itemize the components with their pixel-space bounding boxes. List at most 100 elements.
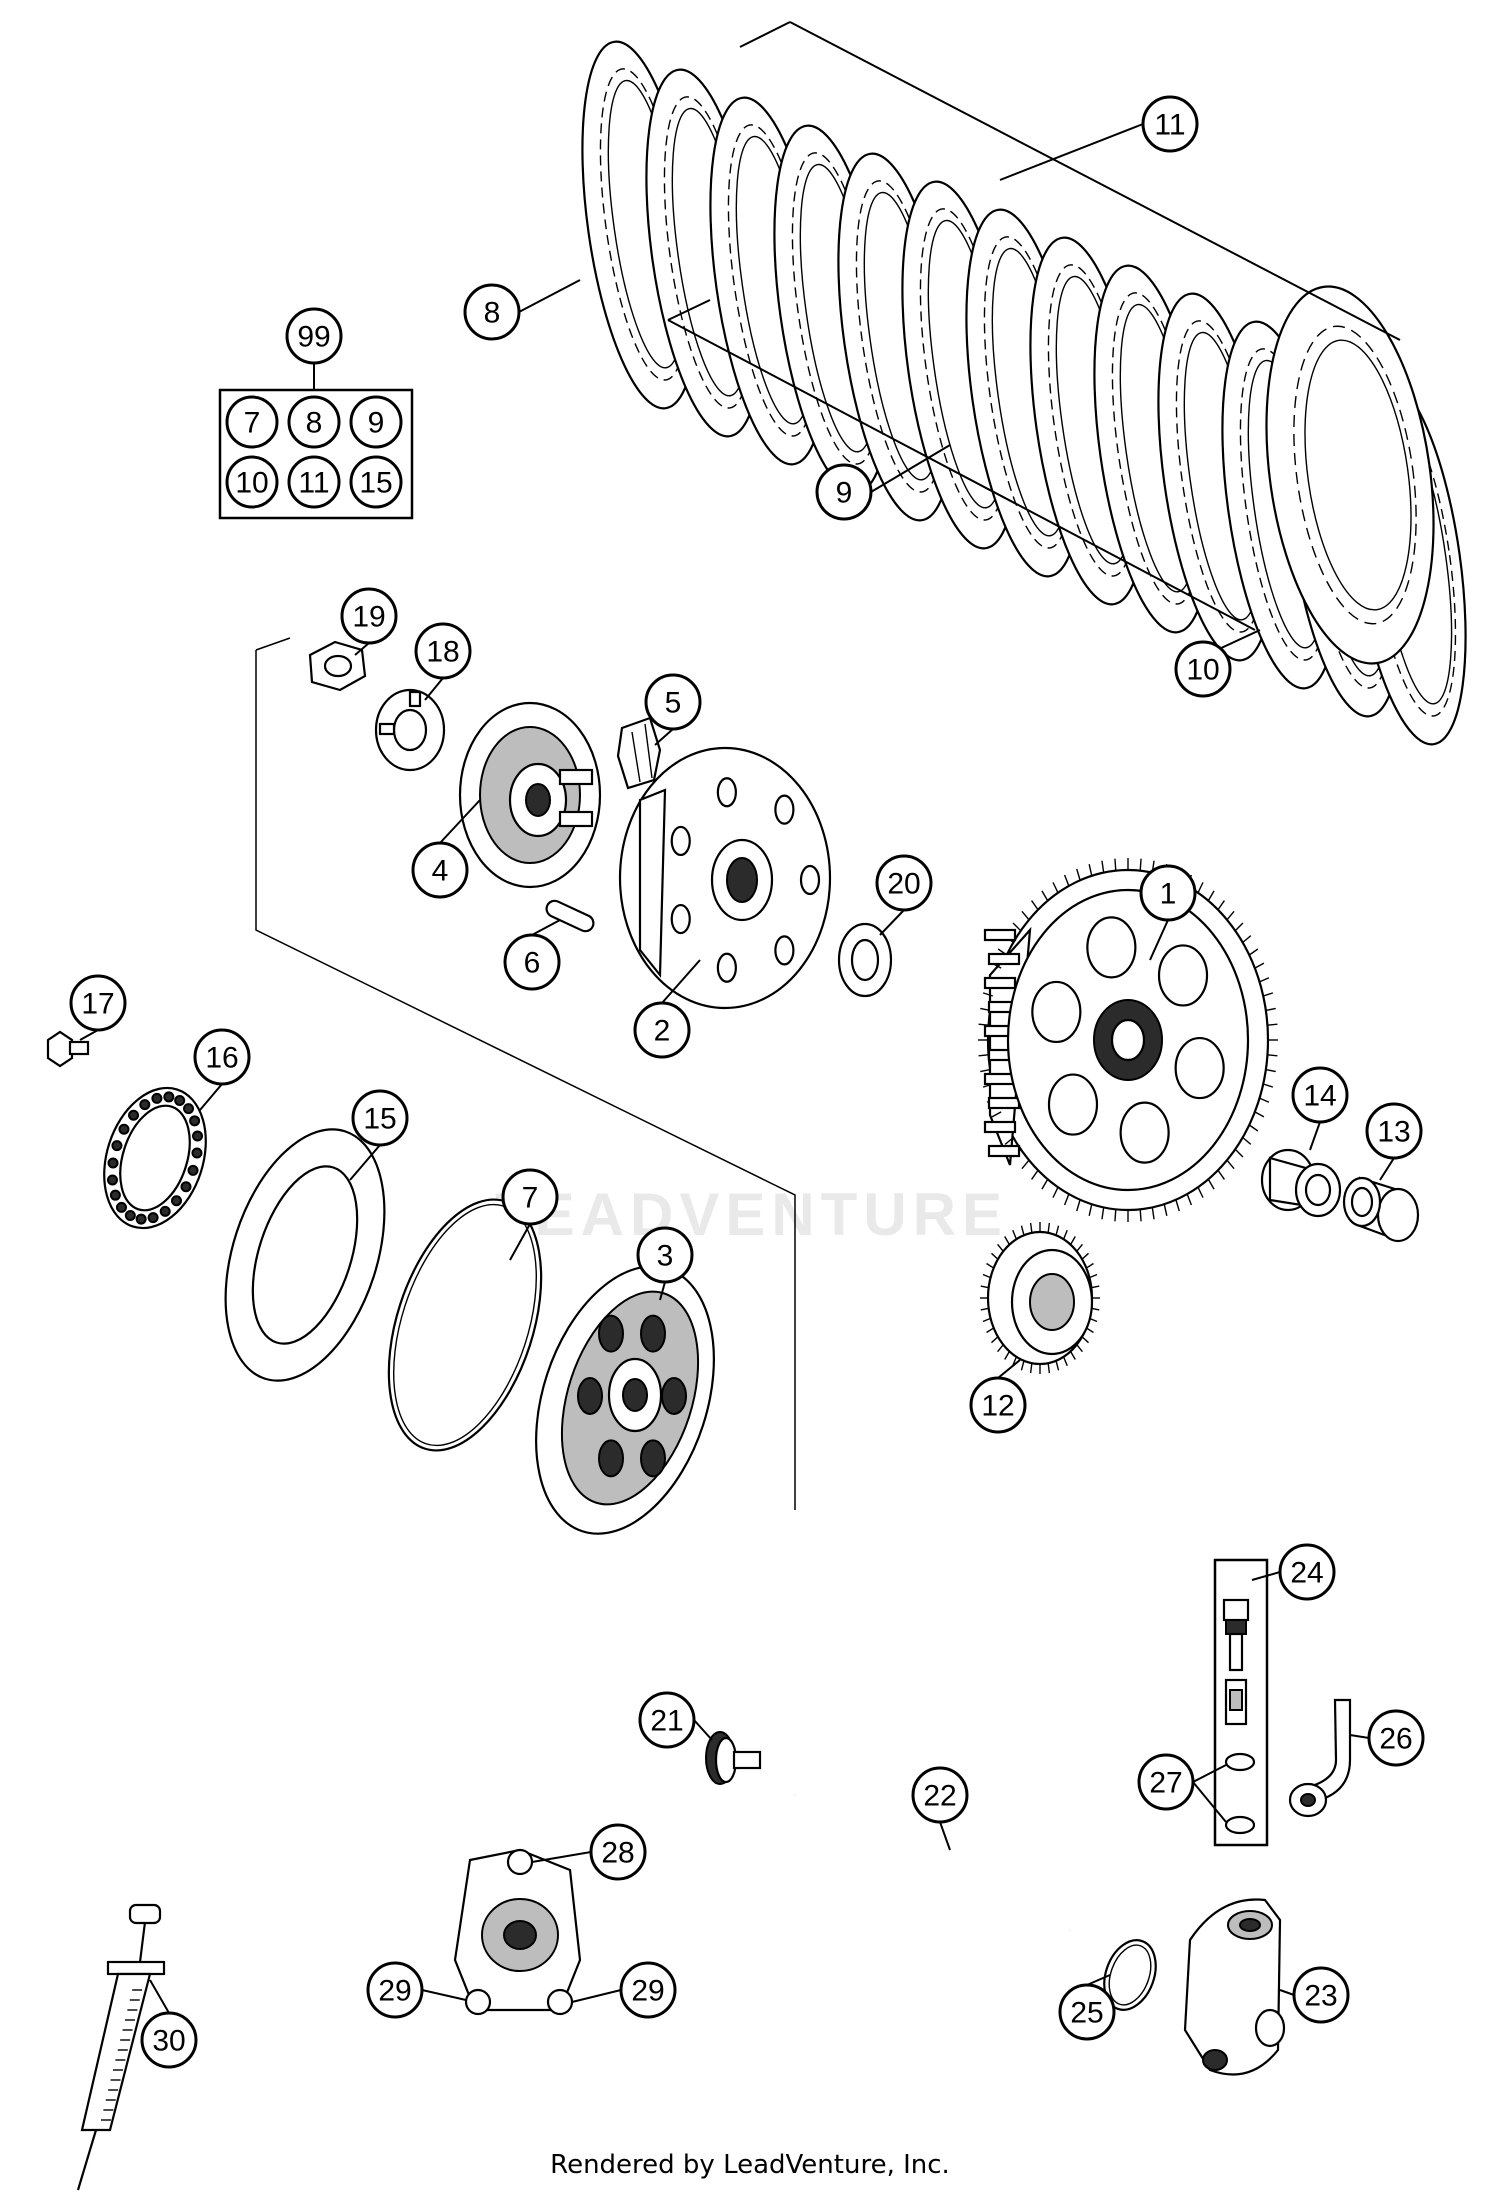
svg-text:27: 27 [1149, 1767, 1182, 1800]
part-26-banjo [1288, 1698, 1352, 1818]
svg-text:11: 11 [1154, 109, 1185, 142]
svg-text:24: 24 [1290, 1557, 1323, 1590]
callout-16: 16 [193, 1028, 251, 1086]
svg-text:7: 7 [522, 1182, 539, 1215]
svg-text:22: 22 [923, 1780, 956, 1813]
callout-6: 6 [503, 933, 561, 991]
part-18-lock-washer [374, 688, 446, 772]
callout-28: 28 [589, 1823, 647, 1881]
callout-1: 1 [1139, 864, 1197, 922]
kit-item-7: 7 [225, 395, 279, 449]
kit-item-10: 10 [225, 455, 279, 509]
svg-text:19: 19 [352, 601, 385, 634]
svg-text:12: 12 [981, 1390, 1014, 1423]
part-21-release-piston [705, 1731, 762, 1785]
callout-14: 14 [1291, 1066, 1349, 1124]
part-14-needle-bearing [1260, 1148, 1342, 1218]
callout-27: 27 [1137, 1753, 1195, 1811]
part-22-push-rod [793, 1790, 1072, 1935]
callouts: 1234567891011121314151617181920212223242… [69, 95, 1425, 2069]
svg-text:3: 3 [657, 1240, 674, 1273]
svg-text:30: 30 [152, 2025, 185, 2058]
svg-text:2: 2 [654, 1015, 671, 1048]
svg-text:13: 13 [1377, 1116, 1410, 1149]
callout-13: 13 [1365, 1102, 1423, 1160]
callout-30: 30 [140, 2011, 198, 2069]
kit-item-8: 8 [287, 395, 341, 449]
svg-text:99: 99 [297, 321, 330, 354]
svg-text:8: 8 [484, 297, 501, 330]
callout-2: 2 [633, 1001, 691, 1059]
svg-text:10: 10 [1186, 654, 1219, 687]
kit-item-15: 15 [349, 455, 403, 509]
callout-11: 11 [1141, 95, 1199, 153]
footer-credit: Rendered by LeadVenture, Inc. [550, 2150, 950, 2180]
part-25-o-ring [1103, 1939, 1157, 2011]
part-20-thrust-washer [837, 922, 893, 998]
callout-9: 9 [815, 463, 873, 521]
callout-22: 22 [911, 1766, 969, 1824]
callout-99: 99 [285, 307, 343, 365]
watermark: LEADVENTURE [491, 1181, 1009, 1248]
callout-19: 19 [340, 587, 398, 645]
callout-24: 24 [1278, 1543, 1336, 1601]
callout-23: 23 [1292, 1966, 1350, 2024]
callout-25: 25 [1058, 1983, 1116, 2041]
part-30-syringe [76, 1903, 166, 2191]
svg-text:4: 4 [432, 855, 449, 888]
part-2-inner-hub [618, 746, 832, 1010]
callout-4: 4 [411, 841, 469, 899]
part-19-nut [308, 640, 367, 692]
svg-text:29: 29 [631, 1975, 664, 2008]
callout-17: 17 [69, 974, 127, 1032]
svg-text:5: 5 [665, 687, 682, 720]
callout-29: 29 [619, 1961, 677, 2019]
callout-26: 26 [1367, 1709, 1425, 1767]
svg-text:21: 21 [650, 1705, 683, 1738]
svg-text:15: 15 [359, 467, 392, 500]
svg-text:7: 7 [244, 407, 261, 440]
leader-lines [79, 123, 1395, 2014]
callout-7: 7 [501, 1168, 559, 1226]
callout-20: 20 [875, 854, 933, 912]
svg-text:15: 15 [363, 1103, 396, 1136]
callout-29: 29 [366, 1961, 424, 2019]
svg-text:1: 1 [1160, 878, 1177, 911]
svg-text:20: 20 [887, 868, 920, 901]
callout-10: 10 [1174, 640, 1232, 698]
callout-12: 12 [969, 1376, 1027, 1434]
part-4-pressure-hub [458, 701, 602, 889]
part-17-bolt [46, 1030, 90, 1068]
callout-21: 21 [638, 1691, 696, 1749]
part-7-o-ring [387, 1198, 543, 1452]
part-16-bearing-ring [103, 1086, 207, 1230]
svg-text:23: 23 [1304, 1980, 1337, 2013]
svg-text:25: 25 [1070, 1997, 1103, 2030]
svg-text:17: 17 [81, 988, 114, 1021]
svg-text:16: 16 [205, 1042, 238, 1075]
part-1-clutch-basket [978, 858, 1278, 1222]
svg-text:18: 18 [426, 636, 459, 669]
clutch-plate-stack [581, 21, 1467, 746]
part-24-bleed-group [1213, 1558, 1269, 1847]
svg-text:11: 11 [298, 467, 329, 500]
part-5-damper [616, 716, 662, 790]
part-3-pressure-plate [535, 1265, 715, 1535]
part-28-29-cover [453, 1848, 582, 2016]
part-13-bushing [1342, 1176, 1420, 1243]
part-6-pin [545, 899, 595, 933]
clutch-hub-group-frame [255, 637, 796, 1510]
part-12-primary-gear [980, 1222, 1100, 1374]
svg-text:14: 14 [1303, 1080, 1336, 1113]
callout-15: 15 [351, 1089, 409, 1147]
svg-text:29: 29 [378, 1975, 411, 2008]
svg-text:6: 6 [524, 947, 541, 980]
part-23-slave-cylinder [1183, 1898, 1286, 2076]
svg-text:9: 9 [368, 407, 385, 440]
callout-8: 8 [463, 283, 521, 341]
svg-text:28: 28 [601, 1837, 634, 1870]
svg-text:26: 26 [1379, 1723, 1412, 1756]
svg-text:10: 10 [235, 467, 268, 500]
